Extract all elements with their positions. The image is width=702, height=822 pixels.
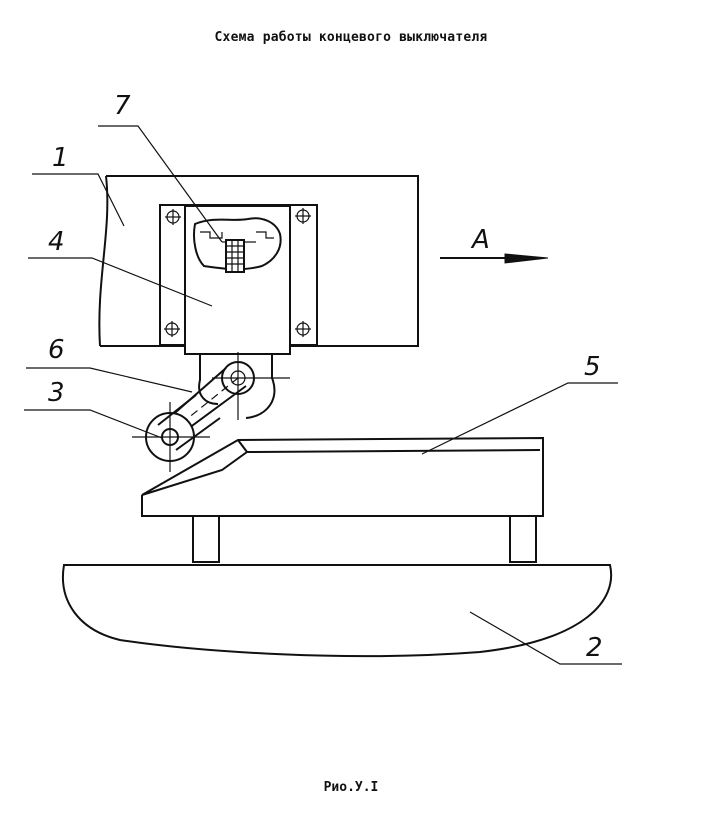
figure-caption: Рио.У.I [323,780,379,795]
callout-5: 5 [584,352,601,382]
roller-3 [132,394,221,472]
leader-1 [32,173,125,227]
leader-3 [24,409,163,439]
screw-top-left-icon [165,209,181,225]
leader-2 [469,611,622,665]
callout-7: 7 [114,91,131,121]
leader-7 [98,125,223,243]
direction-arrow-a: A [440,225,549,264]
callout-2: 2 [586,633,603,663]
callout-6: 6 [48,335,65,365]
leader-4 [28,257,213,307]
leader-5 [421,382,618,455]
switch-body-4 [184,205,291,355]
callout-numbers: 1 4 7 6 3 5 2 [48,91,603,663]
screw-icons [164,208,311,337]
callout-1: 1 [52,143,69,173]
leader-6 [26,367,193,393]
base-2 [62,564,613,658]
direction-label: A [470,225,490,255]
callout-4: 4 [48,227,65,257]
screw-bottom-left-icon [164,321,180,337]
leader-lines [24,125,622,665]
screw-bottom-right-icon [295,321,311,337]
cam-5 [141,436,544,563]
callout-3: 3 [48,378,65,408]
screw-top-right-icon [295,208,311,224]
cutaway-contact-7 [193,217,282,273]
page-title: Схема работы концевого выключателя [214,30,488,45]
